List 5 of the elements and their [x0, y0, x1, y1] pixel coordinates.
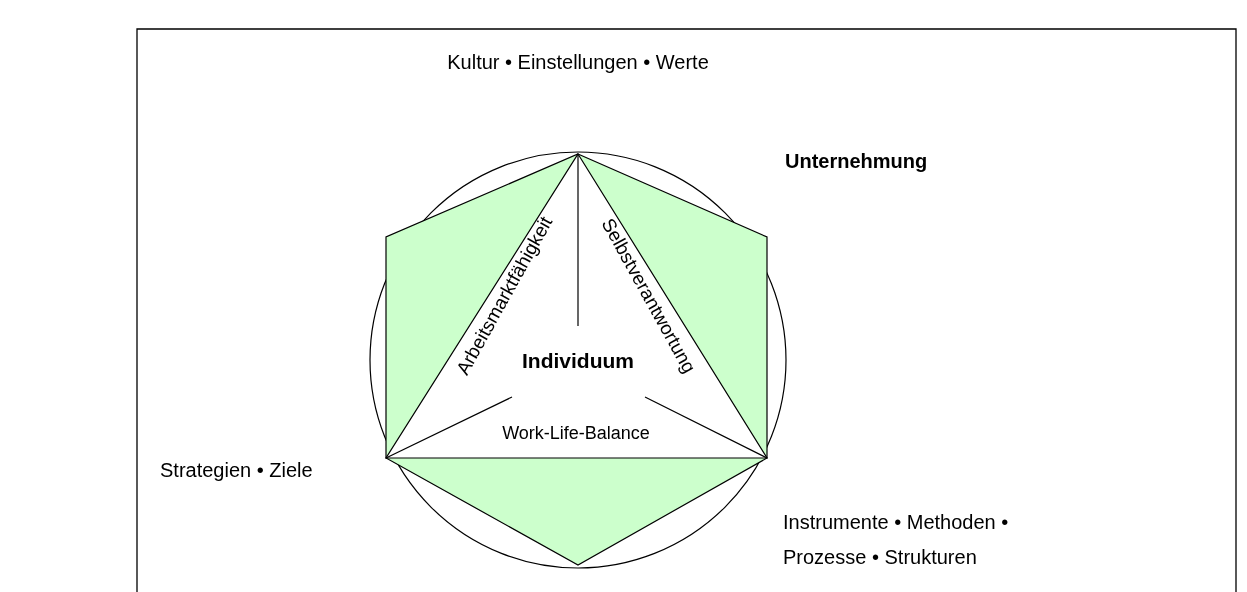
aspect-label: Kultur • Einstellungen • Werte: [447, 50, 709, 74]
aspect-label: Strategien • Ziele: [160, 458, 313, 482]
base-label: Work-Life-Balance: [502, 423, 650, 445]
aspect-label: Instrumente • Methoden • Prozesse • Strukturen: [783, 510, 1010, 570]
organization-heading: Unternehmung: [785, 149, 928, 173]
